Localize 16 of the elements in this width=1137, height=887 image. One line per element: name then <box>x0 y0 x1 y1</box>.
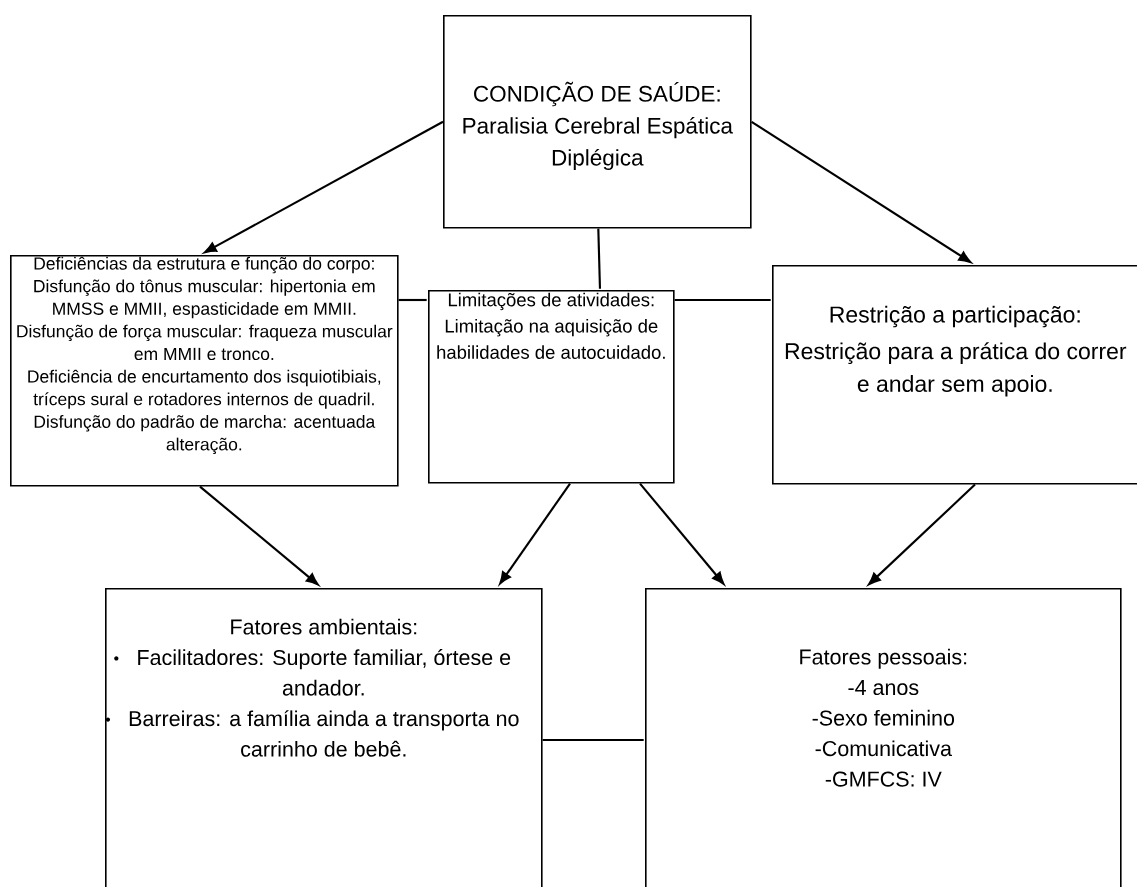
arrow <box>868 483 976 586</box>
activity-box: Limitações de atividades: Limitação na aquisição de habilidades de autocuidado. <box>428 290 675 484</box>
arrow <box>751 120 972 263</box>
connector-line <box>674 298 771 302</box>
personal-box: Fatores pessoais: -4 anos -Sexo feminino -Comunicativa -GMFCS: IV <box>645 588 1122 887</box>
connector-line <box>398 298 427 302</box>
arrow <box>199 485 319 586</box>
connector-line <box>597 228 602 289</box>
environment-box: Fatores ambientais: Facilitadores: Suporte familiar, órtese e andador. Barreiras: a família ainda a transporta no carrinho de bebê. <box>105 588 543 887</box>
arrow <box>499 483 571 585</box>
impairment-box: Deficiências da estrutura e função do corpo: Disfunção do tônus muscular: hipertonia em MMSS e MMII, espasticidade em MMII. Disfunção de força muscular: fraqueza muscular em MMII e tronco. Deficiência de encurtamento dos isquiotibiais, tríceps sural e rotadores internos de quadril. Disfunção do padrão de marcha: acentuada alteração. <box>10 255 399 487</box>
connector-line <box>542 738 644 742</box>
arrow <box>639 482 725 585</box>
arrow <box>203 120 444 254</box>
participation-box: Restrição a participação: Restrição para a prática do correr e andar sem apoio. <box>772 265 1137 485</box>
condition-box: CONDIÇÃO DE SAÚDE: Paralisia Cerebral Espática Diplégica <box>443 15 752 229</box>
